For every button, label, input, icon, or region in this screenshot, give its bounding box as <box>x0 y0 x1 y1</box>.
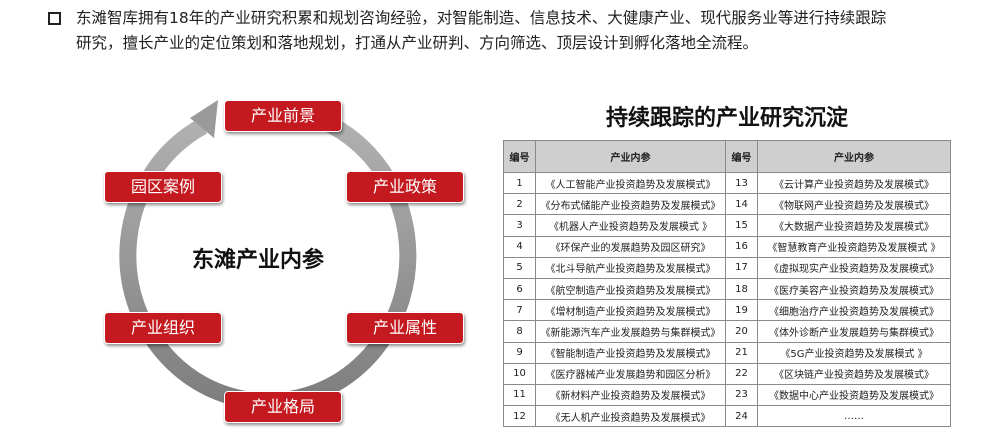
table-row: 10《医疗器械产业发展趋势和园区分析》22《区块链产业投资趋势及发展模式》 <box>503 362 951 385</box>
cell-number: 14 <box>725 193 758 216</box>
cell-number: 5 <box>503 256 536 279</box>
cell-report: 《智能制造产业投资趋势及发展模式》 <box>535 341 726 364</box>
cell-report: 《人工智能产业投资趋势及发展模式》 <box>535 171 726 195</box>
node-industry-organization: 产业组织 <box>104 312 222 344</box>
hollow-square-icon <box>48 12 61 25</box>
cell-report: 《区块链产业投资趋势及发展模式》 <box>757 362 951 385</box>
cell-number: 4 <box>503 235 536 258</box>
cell-report: 《体外诊断产业发展趋势与集群模式》 <box>757 320 951 343</box>
cell-number: 21 <box>725 341 758 364</box>
cell-number: 1 <box>503 171 536 195</box>
cell-number: 18 <box>725 277 758 301</box>
cell-report: 《新材料产业投资趋势及发展模式》 <box>535 383 726 407</box>
node-industry-outlook: 产业前景 <box>224 100 342 132</box>
table-row: 11《新材料产业投资趋势及发展模式》23《数据中心产业投资趋势及发展模式》 <box>503 383 951 407</box>
cell-report: …… <box>757 405 951 428</box>
header-number-1: 编号 <box>503 140 536 173</box>
table-header-row: 编号 产业内参 编号 产业内参 <box>503 140 951 173</box>
cycle-diagram: 产业前景 产业政策 产业属性 产业格局 产业组织 园区案例 东滩产业内参 <box>96 96 476 441</box>
cell-number: 11 <box>503 383 536 407</box>
cell-number: 12 <box>503 405 536 428</box>
node-industry-policy: 产业政策 <box>346 171 464 203</box>
table-title: 持续跟踪的产业研究沉淀 <box>606 106 849 131</box>
cell-number: 19 <box>725 299 758 322</box>
intro-line-1: 东滩智库拥有18年的产业研究积累和规划咨询经验，对智能制造、信息技术、大健康产业… <box>76 9 887 27</box>
cell-report: 《航空制造产业投资趋势及发展模式》 <box>535 277 726 301</box>
cell-report: 《北斗导航产业投资趋势及发展模式》 <box>535 256 726 279</box>
cell-number: 13 <box>725 171 758 195</box>
table-row: 7《增材制造产业投资趋势及发展模式》19《细胞治疗产业投资趋势及发展模式》 <box>503 299 951 322</box>
cell-report: 《机器人产业投资趋势及发展模式 》 <box>535 214 726 237</box>
cell-report: 《云计算产业投资趋势及发展模式》 <box>757 171 951 195</box>
cell-report: 《新能源汽车产业发展趋势与集群模式》 <box>535 320 726 343</box>
node-industry-structure: 产业格局 <box>224 391 342 423</box>
node-park-cases: 园区案例 <box>104 171 222 203</box>
cell-number: 3 <box>503 214 536 237</box>
header-report-2: 产业内参 <box>757 140 951 173</box>
cell-number: 20 <box>725 320 758 343</box>
cell-report: 《数据中心产业投资趋势及发展模式》 <box>757 383 951 407</box>
table-row: 9《智能制造产业投资趋势及发展模式》21《5G产业投资趋势及发展模式 》 <box>503 341 951 364</box>
cell-report: 《大数据产业投资趋势及发展模式》 <box>757 214 951 237</box>
cell-report: 《分布式储能产业投资趋势及发展模式》 <box>535 193 726 216</box>
cell-number: 10 <box>503 362 536 385</box>
table-row: 5《北斗导航产业投资趋势及发展模式》17《虚拟现实产业投资趋势及发展模式》 <box>503 256 951 279</box>
table-row: 12《无人机产业投资趋势及发展模式》24…… <box>503 405 951 428</box>
header-report-1: 产业内参 <box>535 140 726 173</box>
cell-number: 17 <box>725 256 758 279</box>
cell-report: 《细胞治疗产业投资趋势及发展模式》 <box>757 299 951 322</box>
cell-report: 《医疗器械产业发展趋势和园区分析》 <box>535 362 726 385</box>
cell-number: 7 <box>503 299 536 322</box>
cell-number: 15 <box>725 214 758 237</box>
cell-report: 《增材制造产业投资趋势及发展模式》 <box>535 299 726 322</box>
cell-report: 《环保产业的发展趋势及园区研究》 <box>535 235 726 258</box>
intro-text: 东滩智库拥有18年的产业研究积累和规划咨询经验，对智能制造、信息技术、大健康产业… <box>48 6 988 56</box>
table-row: 8《新能源汽车产业发展趋势与集群模式》20《体外诊断产业发展趋势与集群模式》 <box>503 320 951 343</box>
header-number-2: 编号 <box>725 140 758 173</box>
table-row: 4《环保产业的发展趋势及园区研究》16《智慧教育产业投资趋势及发展模式 》 <box>503 235 951 258</box>
table-row: 1《人工智能产业投资趋势及发展模式》13《云计算产业投资趋势及发展模式》 <box>503 171 951 195</box>
research-table: 编号 产业内参 编号 产业内参 1《人工智能产业投资趋势及发展模式》13《云计算… <box>503 140 951 428</box>
diagram-center-title: 东滩产业内参 <box>192 248 325 273</box>
cell-number: 24 <box>725 405 758 428</box>
cell-number: 9 <box>503 341 536 364</box>
cell-report: 《物联网产业投资趋势及发展模式》 <box>757 193 951 216</box>
cell-report: 《无人机产业投资趋势及发展模式》 <box>535 405 726 428</box>
cell-report: 《医疗美容产业投资趋势及发展模式》 <box>757 277 951 301</box>
cell-number: 23 <box>725 383 758 407</box>
intro-line-2: 研究，擅长产业的定位策划和落地规划，打通从产业研判、方向筛选、顶层设计到孵化落地… <box>76 34 759 52</box>
intro-paragraph: 东滩智库拥有18年的产业研究积累和规划咨询经验，对智能制造、信息技术、大健康产业… <box>48 6 988 56</box>
table-row: 3《机器人产业投资趋势及发展模式 》15《大数据产业投资趋势及发展模式》 <box>503 214 951 237</box>
node-industry-attribute: 产业属性 <box>346 312 464 344</box>
cell-report: 《智慧教育产业投资趋势及发展模式 》 <box>757 235 951 258</box>
cell-report: 《虚拟现实产业投资趋势及发展模式》 <box>757 256 951 279</box>
cell-number: 8 <box>503 320 536 343</box>
cell-number: 6 <box>503 277 536 301</box>
cell-number: 16 <box>725 235 758 258</box>
cell-number: 2 <box>503 193 536 216</box>
table-row: 6《航空制造产业投资趋势及发展模式》18《医疗美容产业投资趋势及发展模式》 <box>503 277 951 301</box>
cell-number: 22 <box>725 362 758 385</box>
cell-report: 《5G产业投资趋势及发展模式 》 <box>757 341 951 364</box>
table-row: 2《分布式储能产业投资趋势及发展模式》14《物联网产业投资趋势及发展模式》 <box>503 193 951 216</box>
